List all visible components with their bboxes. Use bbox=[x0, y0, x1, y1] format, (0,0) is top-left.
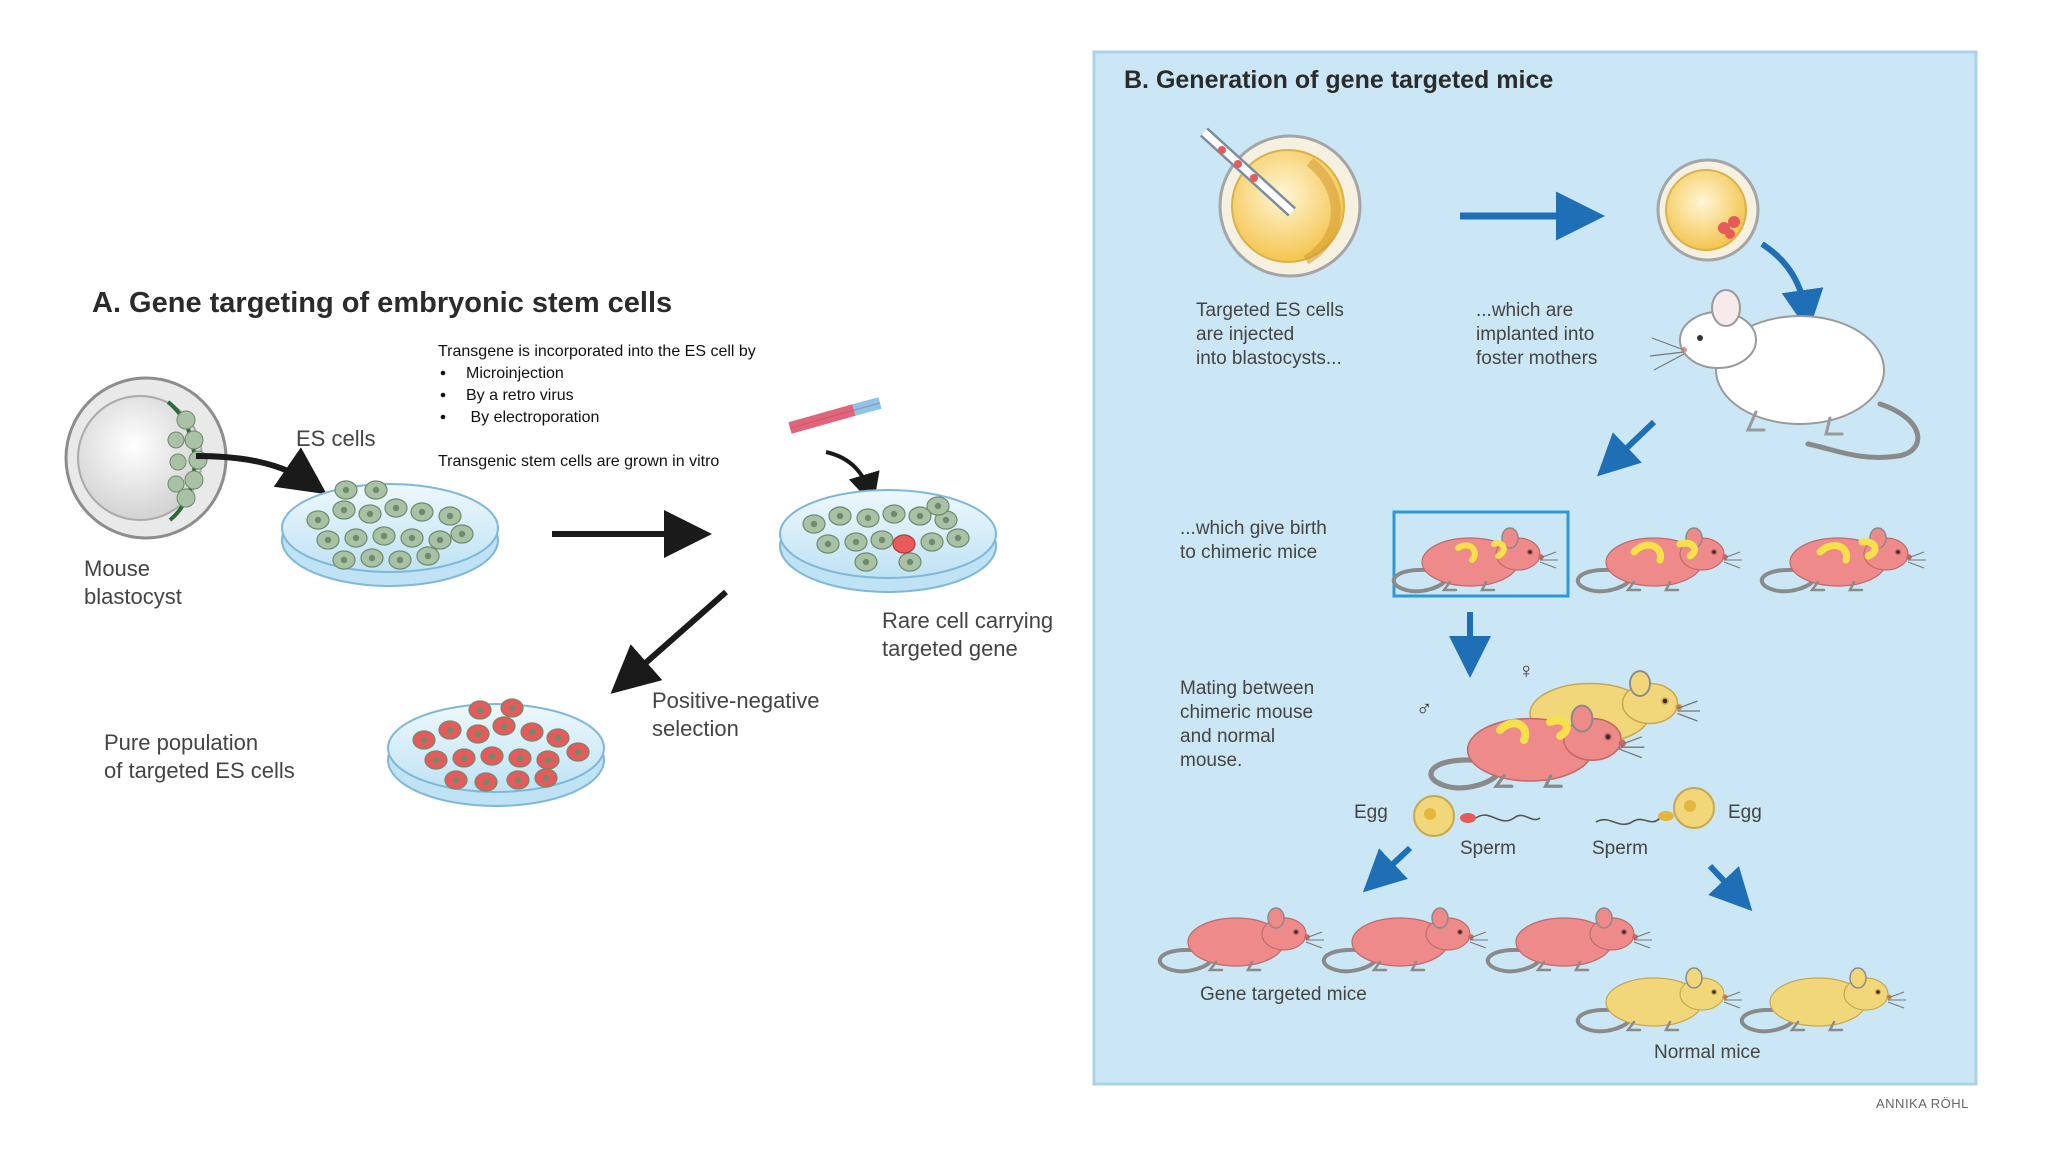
incorporation-note: Transgene is incorporated into the ES ce… bbox=[438, 343, 756, 470]
label-blastocyst: blastocyst bbox=[84, 584, 182, 609]
chimeric-mouse bbox=[1391, 526, 1560, 594]
panel-b-title: B. Generation of gene targeted mice bbox=[1124, 66, 1553, 94]
note-bullet-electroporation: By electroporation bbox=[466, 409, 599, 426]
sperm-right bbox=[1595, 811, 1674, 826]
arrow-to-gene-targeted bbox=[1362, 845, 1413, 893]
label-mating-1: Mating between bbox=[1180, 678, 1314, 699]
sperm-left bbox=[1460, 813, 1541, 823]
arrow-to-foster-mother bbox=[1760, 241, 1824, 332]
label-egg-left: Egg bbox=[1354, 802, 1388, 823]
label-implanted-2: implanted into bbox=[1476, 324, 1594, 345]
label-targeted-es-1: Targeted ES cells bbox=[1196, 300, 1344, 321]
female-symbol: ♀ bbox=[1518, 658, 1535, 683]
label-mating-3: and normal bbox=[1180, 726, 1275, 747]
male-symbol: ♂ bbox=[1416, 696, 1433, 721]
note-bullet-retrovirus: By a retro virus bbox=[466, 387, 574, 404]
label-targeted-es-3: into blastocysts... bbox=[1196, 348, 1342, 369]
label-implanted-1: ...which are bbox=[1476, 300, 1573, 321]
illustrator-credit: ANNIKA RÖHL bbox=[1876, 1096, 1969, 1111]
label-positive-negative-1: Positive-negative bbox=[652, 688, 820, 713]
label-targeted-es-2: are injected bbox=[1196, 324, 1294, 345]
label-mouse: Mouse bbox=[84, 556, 150, 581]
label-egg-right: Egg bbox=[1728, 802, 1762, 823]
label-positive-negative-2: selection bbox=[652, 716, 739, 741]
bullet-dot bbox=[440, 370, 446, 376]
label-normal-mice: Normal mice bbox=[1654, 1042, 1761, 1063]
label-pure-population-1: Pure population bbox=[104, 730, 258, 755]
arrow-selection bbox=[610, 589, 728, 694]
chimeric-mouse bbox=[1759, 526, 1928, 594]
label-sperm-left: Sperm bbox=[1460, 838, 1516, 859]
label-sperm-right: Sperm bbox=[1592, 838, 1648, 859]
panel-a-title: A. Gene targeting of embryonic stem cell… bbox=[92, 287, 672, 319]
pure-population-dish bbox=[387, 698, 605, 807]
label-es-cells: ES cells bbox=[296, 426, 375, 451]
chimeric-mouse bbox=[1575, 526, 1744, 594]
label-implanted-3: foster mothers bbox=[1476, 348, 1597, 369]
arrow-blastocyst-to-es-cells bbox=[195, 447, 327, 495]
chimeric-male-mouse bbox=[1431, 706, 1644, 788]
note-footer: Transgenic stem cells are grown in vitro bbox=[438, 453, 719, 470]
injected-blastocyst bbox=[1199, 127, 1362, 278]
panel-a: A. Gene targeting of embryonic stem cell… bbox=[64, 287, 1053, 807]
label-birth-1: ...which give birth bbox=[1180, 518, 1327, 539]
note-heading: Transgene is incorporated into the ES ce… bbox=[438, 343, 756, 360]
targeted-dish bbox=[779, 489, 997, 593]
egg-right bbox=[1673, 787, 1715, 829]
targeting-vector-icon bbox=[788, 397, 882, 434]
label-gene-targeted-mice: Gene targeted mice bbox=[1200, 984, 1367, 1005]
selected-chimera-highlight bbox=[1392, 510, 1570, 598]
label-mating-2: chimeric mouse bbox=[1180, 702, 1313, 723]
note-bullet-microinjection: Microinjection bbox=[466, 365, 564, 382]
implanted-blastocyst bbox=[1656, 158, 1760, 262]
label-mating-4: mouse. bbox=[1180, 750, 1242, 771]
arrow-to-normal bbox=[1707, 863, 1753, 912]
bullet-dot bbox=[440, 414, 446, 420]
label-pure-population-2: of targeted ES cells bbox=[104, 758, 295, 783]
es-cells-dish bbox=[281, 480, 499, 587]
arrow-vector-to-dish bbox=[825, 450, 880, 506]
targeted-red-cell bbox=[892, 534, 916, 554]
label-birth-2: to chimeric mice bbox=[1180, 542, 1317, 563]
egg-left bbox=[1413, 795, 1455, 837]
label-rare-cell-2: targeted gene bbox=[882, 636, 1018, 661]
panel-b: B. Generation of gene targeted mice Targ… bbox=[1092, 50, 1978, 1086]
foster-mother-mouse bbox=[1649, 289, 1921, 460]
label-rare-cell-1: Rare cell carrying bbox=[882, 608, 1053, 633]
bullet-dot bbox=[440, 392, 446, 398]
arrow-to-chimeras bbox=[1596, 419, 1657, 477]
